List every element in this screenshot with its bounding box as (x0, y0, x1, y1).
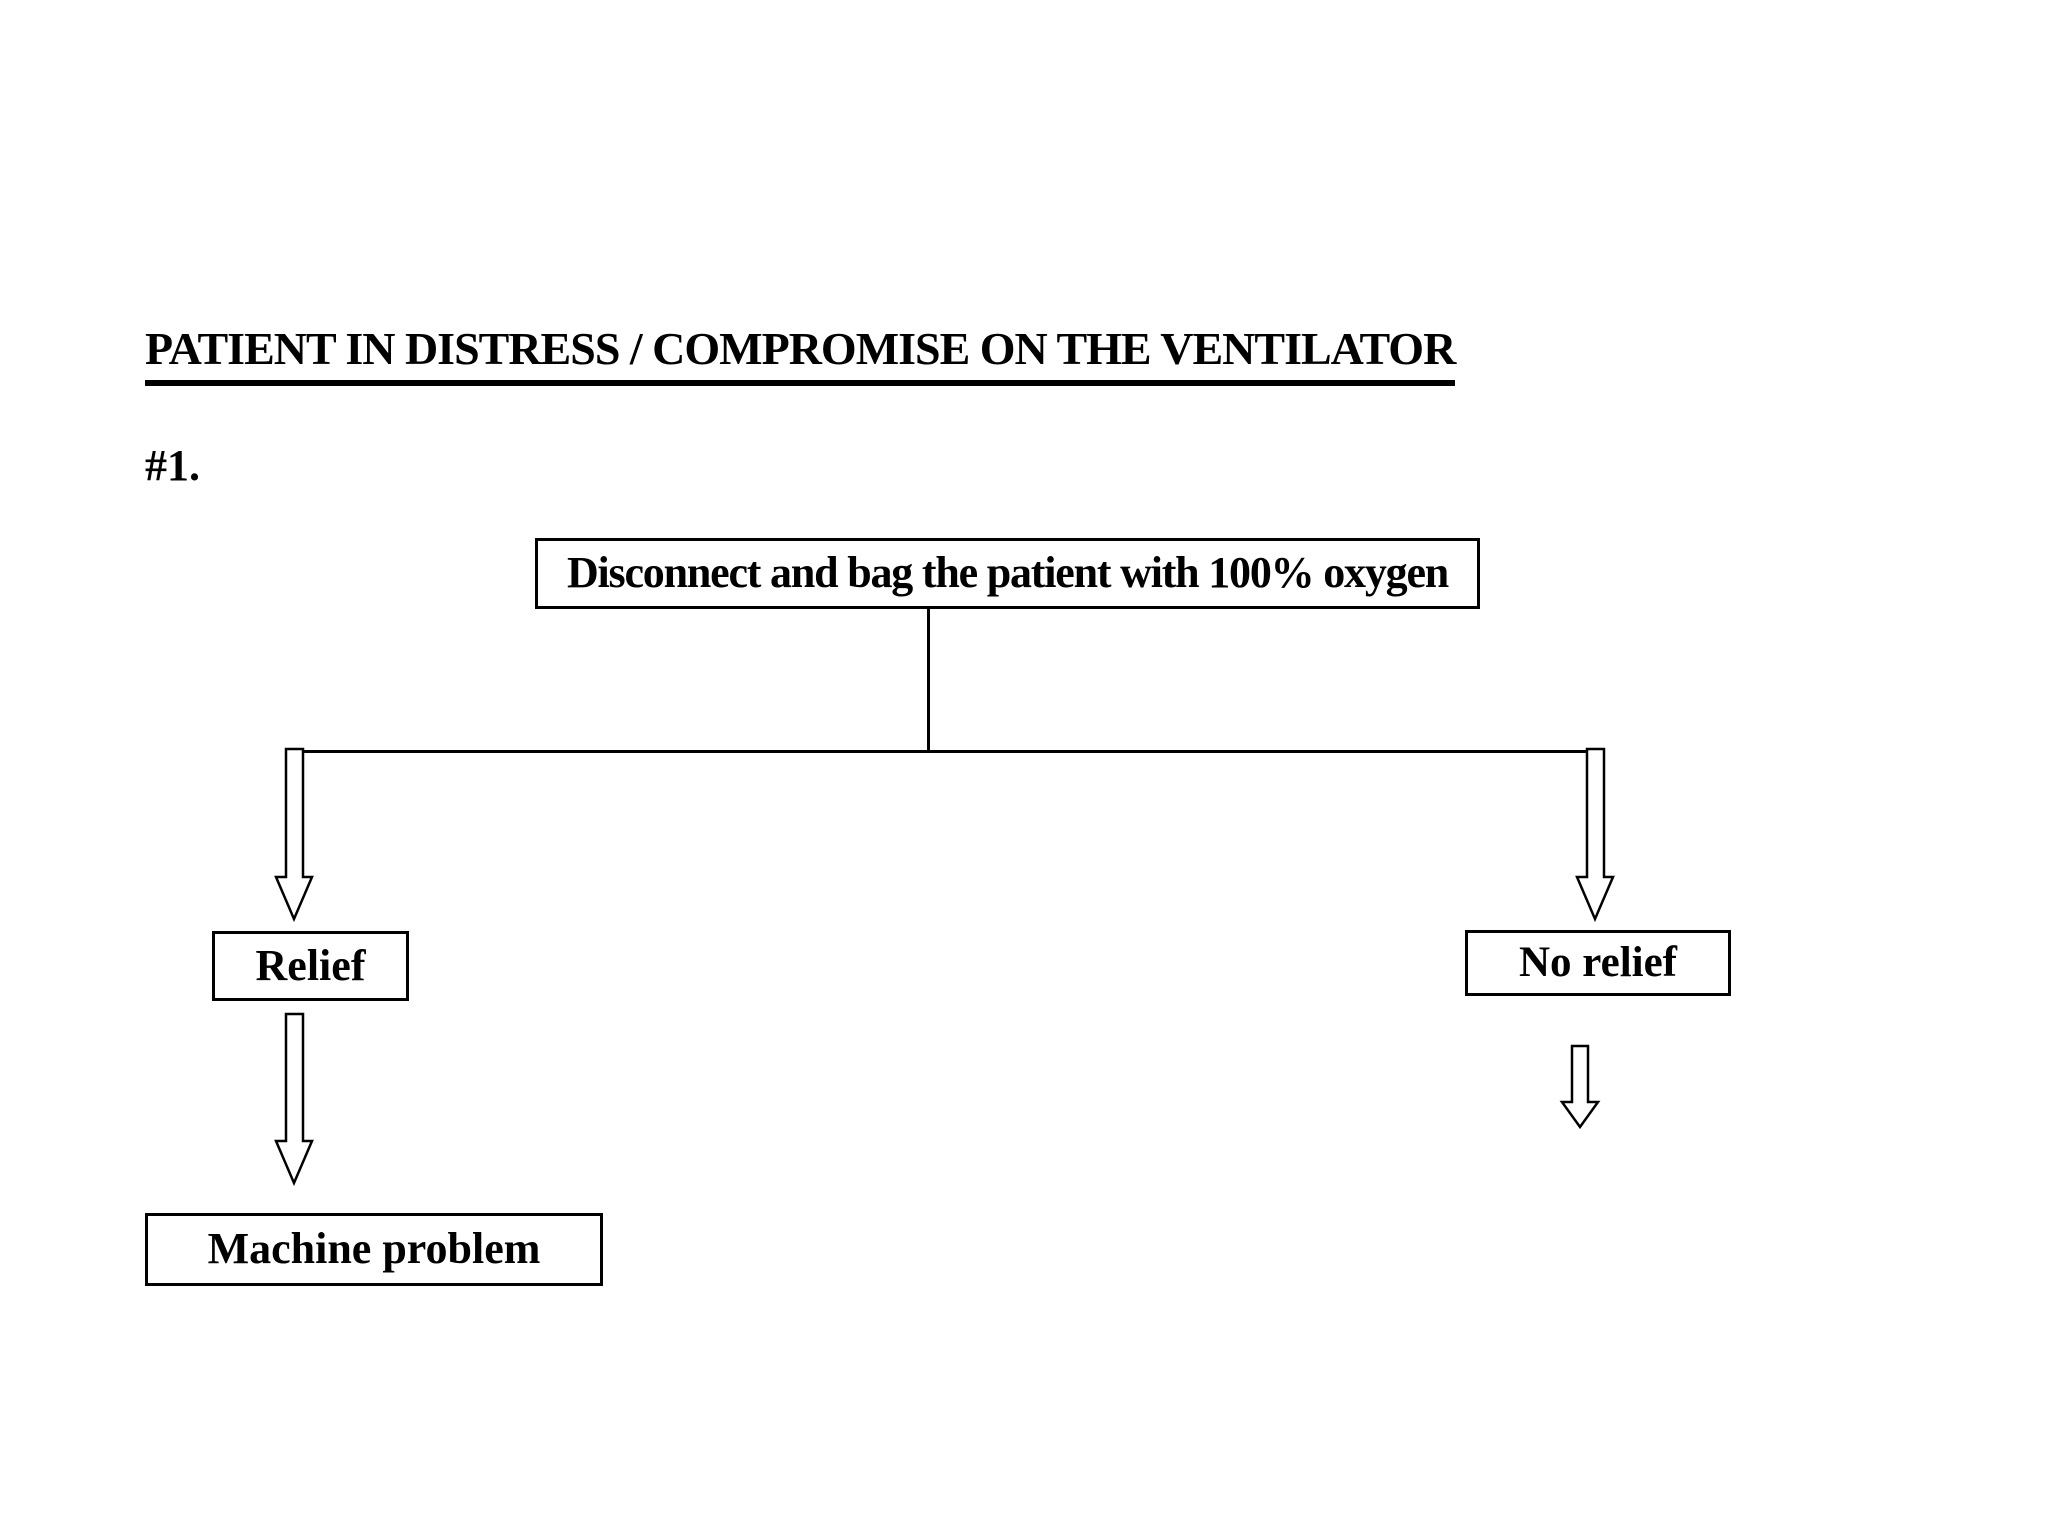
flow-node-disconnect-and-bag: Disconnect and bag the patient with 100%… (535, 538, 1480, 609)
branch-left-down-arrow-icon (274, 747, 314, 923)
page-title: PATIENT IN DISTRESS / COMPROMISE ON THE … (145, 322, 1456, 386)
flow-node-machine-problem: Machine problem (145, 1213, 603, 1286)
relief-outcome-down-arrow-icon (274, 1012, 314, 1187)
flow-node-no-relief: No relief (1465, 930, 1731, 996)
branch-right-down-arrow-icon (1575, 747, 1615, 923)
flow-node-relief: Relief (212, 931, 409, 1001)
section-label: #1. (145, 441, 200, 490)
no-relief-outcome-down-arrow-icon (1559, 1044, 1601, 1130)
